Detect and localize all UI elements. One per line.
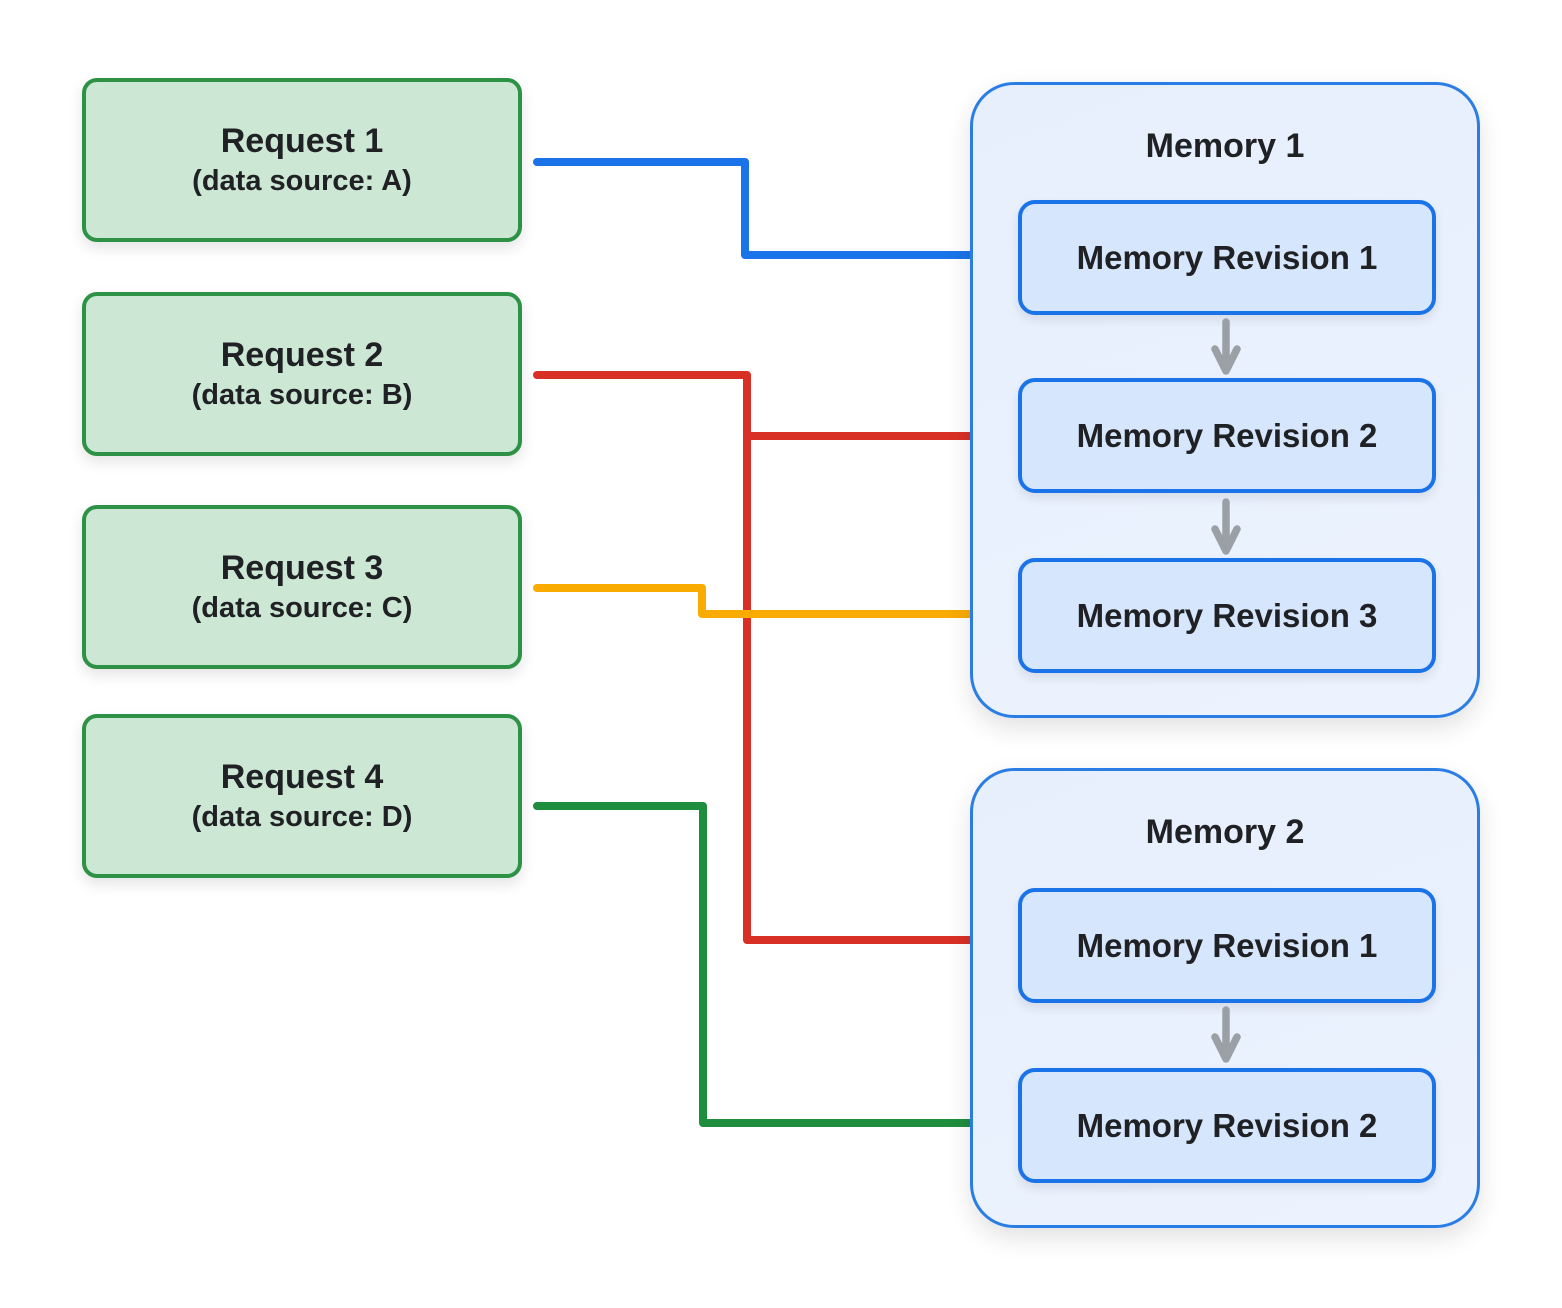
arrow-request2-to-memory2rev1 xyxy=(743,432,992,944)
memory-2-revision-2-box: Memory Revision 2 xyxy=(1018,1068,1436,1183)
memory-2-revision-1-label: Memory Revision 1 xyxy=(1076,927,1378,964)
memory-1-revision-1-label: Memory Revision 1 xyxy=(1076,239,1378,276)
arrow-request2-to-memory1rev2 xyxy=(533,371,992,440)
request-3-box: Request 3 (data source: C) xyxy=(82,505,522,669)
memory-1-revision-2-label: Memory Revision 2 xyxy=(1076,417,1378,454)
memory-1-revision-1-box: Memory Revision 1 xyxy=(1018,200,1436,315)
request-1-box: Request 1 (data source: A) xyxy=(82,78,522,242)
request-2-title: Request 2 xyxy=(220,336,384,374)
arrow-request1-to-memory1rev1 xyxy=(533,158,992,259)
memory-2-container: Memory 2 Memory Revision 1 Memory Revisi… xyxy=(970,768,1480,1228)
memory-1-revision-2-box: Memory Revision 2 xyxy=(1018,378,1436,493)
down-arrow-head xyxy=(1211,1033,1241,1063)
request-3-subtitle: (data source: C) xyxy=(191,592,413,624)
down-arrow-head xyxy=(1211,345,1241,375)
down-arrow-icon xyxy=(1211,498,1241,555)
memory-1-container: Memory 1 Memory Revision 1 Memory Revisi… xyxy=(970,82,1480,718)
memory-2-revision-2-label: Memory Revision 2 xyxy=(1076,1107,1378,1144)
down-arrow-icon xyxy=(1211,1006,1241,1063)
memory-1-revision-3-label: Memory Revision 3 xyxy=(1076,597,1378,634)
request-3-title: Request 3 xyxy=(220,549,384,587)
memory-1-title: Memory 1 xyxy=(1145,127,1305,165)
request-4-subtitle: (data source: D) xyxy=(191,801,413,833)
down-arrow-icon xyxy=(1211,318,1241,375)
request-2-subtitle: (data source: B) xyxy=(191,379,413,411)
request-4-title: Request 4 xyxy=(220,758,384,796)
request-1-title: Request 1 xyxy=(220,122,384,160)
arrow-request3-to-memory1rev3 xyxy=(533,584,992,618)
request-2-box: Request 2 (data source: B) xyxy=(82,292,522,456)
request-1-subtitle: (data source: A) xyxy=(192,165,412,197)
down-arrow-head xyxy=(1211,525,1241,555)
arrow-request4-to-memory2rev2 xyxy=(533,802,992,1127)
memory-1-revision-3-box: Memory Revision 3 xyxy=(1018,558,1436,673)
request-4-box: Request 4 (data source: D) xyxy=(82,714,522,878)
memory-2-revision-1-box: Memory Revision 1 xyxy=(1018,888,1436,1003)
memory-2-title: Memory 2 xyxy=(1145,813,1305,851)
